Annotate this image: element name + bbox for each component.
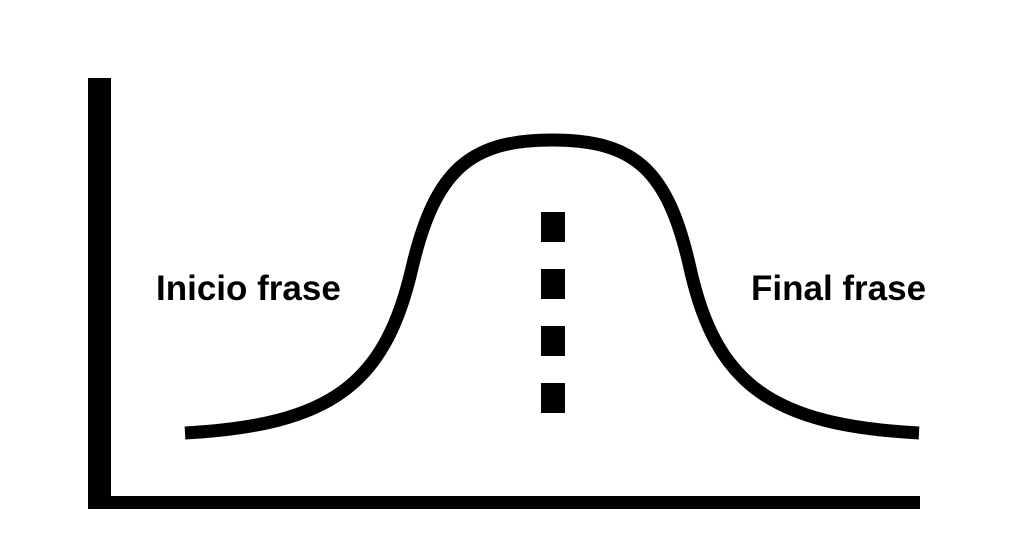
center-dash-2 [541,269,565,299]
center-dash-4 [541,383,565,413]
center-dash-1 [541,212,565,242]
x-axis [88,496,920,509]
bell-curve [184,133,920,440]
start-label: Inicio frase [156,269,341,308]
center-dash-3 [541,326,565,356]
y-axis [88,78,111,509]
end-label: Final frase [751,269,927,308]
